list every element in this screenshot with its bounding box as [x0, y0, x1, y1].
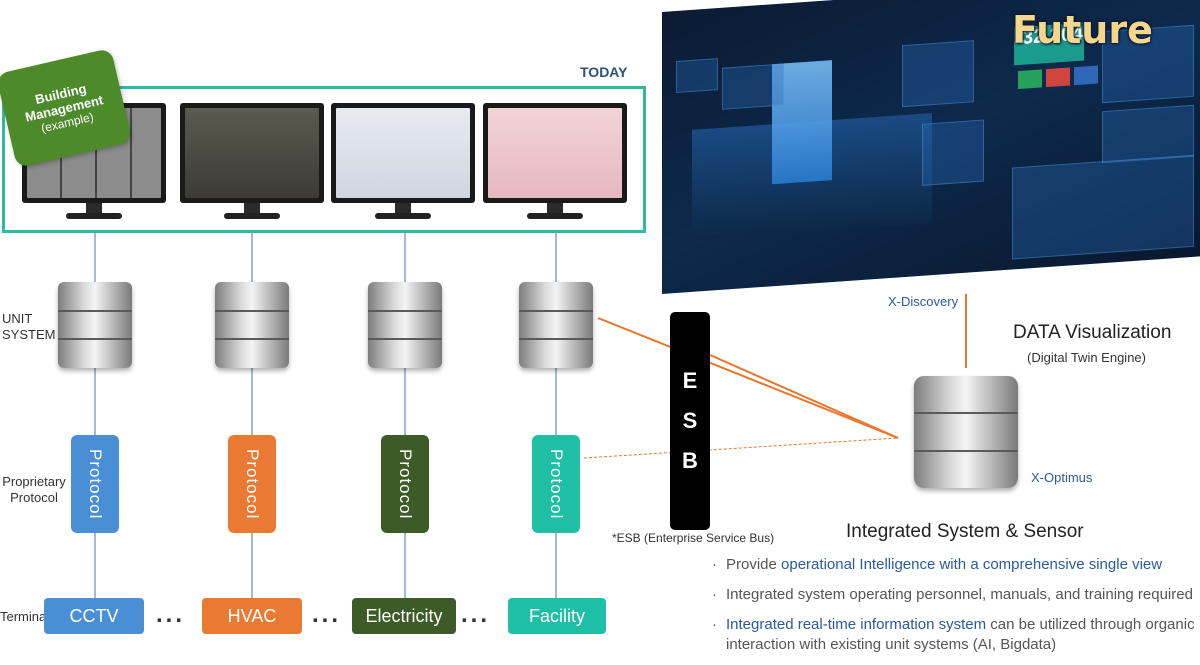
ellipsis-3: ...	[461, 601, 491, 628]
facility-screen	[488, 108, 622, 198]
terminal-label: Terminal	[0, 609, 50, 624]
hvac-screen	[185, 108, 319, 198]
unit-server-electricity	[368, 282, 442, 368]
esb-letter-s: S	[682, 408, 698, 433]
unit-system-label: UNIT SYSTEM	[2, 311, 56, 342]
bullet-3: Integrated real-time information system …	[712, 615, 1200, 655]
ellipsis-1: ...	[156, 601, 186, 628]
future-label: Future	[1012, 8, 1153, 52]
x-optimus-label: X-Optimus	[1031, 470, 1093, 485]
terminal-electricity: Electricity	[352, 598, 456, 634]
esb-bar: E S B	[670, 312, 710, 530]
bullet-2: Integrated system operating personnel, m…	[712, 585, 1200, 605]
unit-server-hvac	[215, 282, 289, 368]
protocol-facility: Protocol	[532, 435, 580, 533]
esb-letter-b: B	[682, 448, 698, 473]
today-frame	[2, 86, 646, 233]
terminal-facility: Facility	[508, 598, 606, 634]
protocol-electricity: Protocol	[381, 435, 429, 533]
proprietary-protocol-label: Proprietary Protocol	[2, 474, 66, 505]
protocol-cctv: Protocol	[71, 435, 119, 533]
x-discovery-label: X-Discovery	[888, 294, 959, 309]
data-visualization-title: DATA Visualization	[1013, 322, 1172, 343]
integrated-server	[914, 376, 1018, 488]
today-label: TODAY	[580, 64, 628, 80]
terminal-hvac: HVAC	[202, 598, 302, 634]
data-visualization-subtitle: (Digital Twin Engine)	[1027, 350, 1146, 365]
esb-note: *ESB (Enterprise Service Bus)	[612, 531, 775, 545]
ellipsis-2: ...	[312, 601, 342, 628]
unit-server-cctv	[58, 282, 132, 368]
esb-letter-e: E	[682, 368, 698, 393]
monitor-hvac	[180, 103, 324, 223]
monitor-facility	[483, 103, 627, 223]
monitor-electricity	[331, 103, 475, 223]
unit-server-facility	[519, 282, 593, 368]
bullet-1: Provide operational Intelligence with a …	[712, 555, 1200, 575]
integrated-system-title: Integrated System & Sensor	[846, 521, 1084, 542]
terminal-cctv: CCTV	[44, 598, 144, 634]
feature-bullets: Provide operational Intelligence with a …	[712, 555, 1200, 665]
electricity-screen	[336, 108, 470, 198]
protocol-hvac: Protocol	[228, 435, 276, 533]
